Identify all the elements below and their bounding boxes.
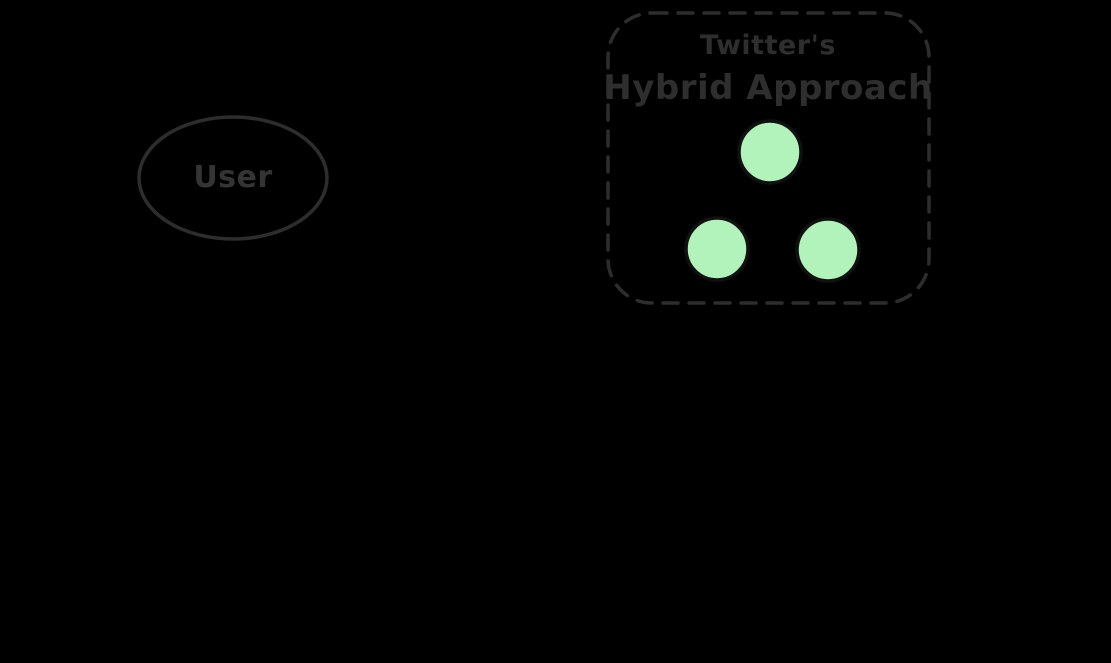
agent-node-bottom-left <box>684 216 750 282</box>
group-box-border <box>606 11 931 305</box>
agent-node-top <box>737 119 803 185</box>
group-box-title-line1: Twitter's <box>700 30 836 61</box>
group-box-title-line2: Hybrid Approach <box>603 68 933 108</box>
agent-node-bottom-right <box>795 217 861 283</box>
user-node-label: User <box>193 160 273 195</box>
user-ellipse <box>137 115 329 241</box>
